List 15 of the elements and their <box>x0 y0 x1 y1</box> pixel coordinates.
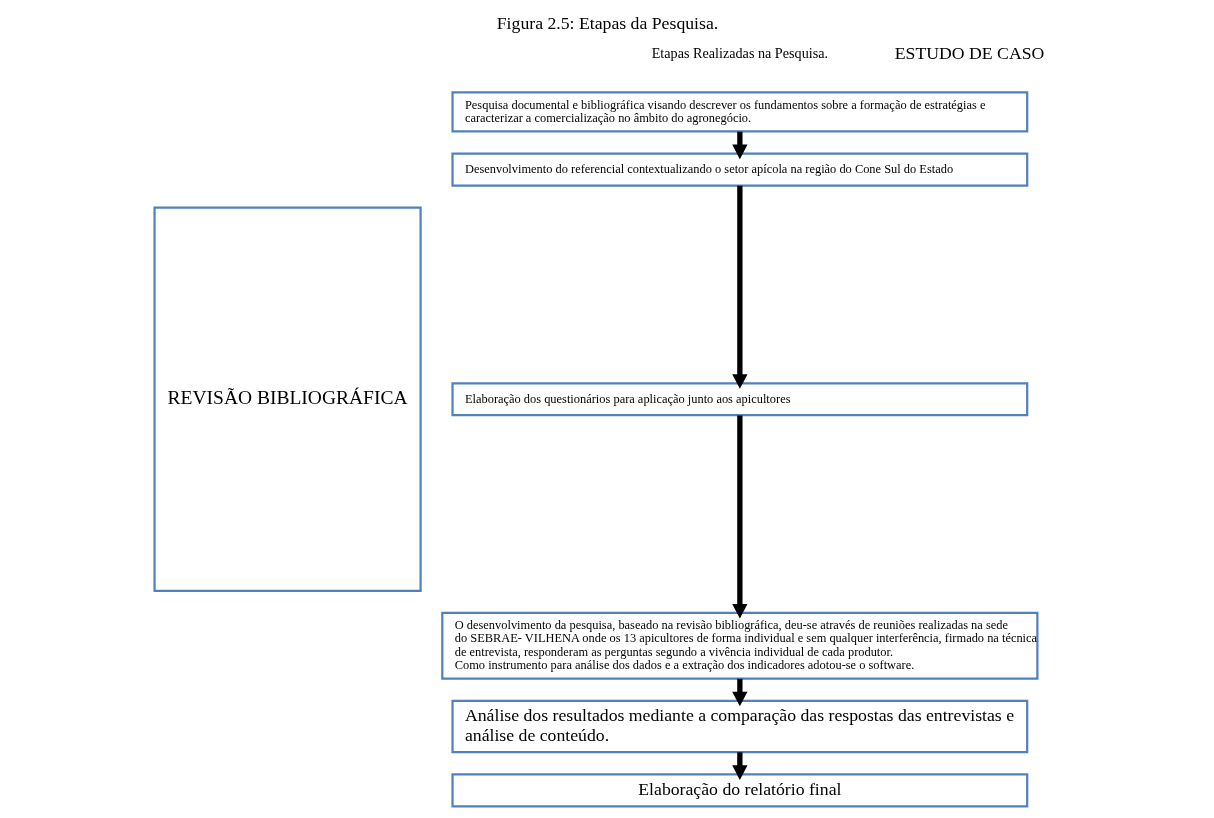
node-box: REVISÃO BIBLIOGRÁFICA <box>152 206 422 592</box>
node-box: Análise dos resultados mediante a comparação das respostas das entrevistas e análise de conteúdo. <box>450 699 1028 754</box>
arrow <box>731 131 748 160</box>
arrow <box>731 752 748 780</box>
arrow <box>731 415 748 619</box>
label: Etapas Realizadas na Pesquisa. <box>651 44 828 61</box>
node-box: O desenvolvimento da pesquisa, baseado na revisão bibliográfica, deu-se através de reuniões realizadas na sede do SEBRAE- VILHENA onde os 13 apicultores de forma individual e sem qualquer interferência, firmado na técnica de entrevista, responderam as perguntas segundo a vivência individual de cada produtor. Como instrumento para análise dos dados e a extração dos indicadores adotou-se o software. <box>440 611 1038 680</box>
node-box: Pesquisa documental e bibliográfica visando descrever os fundamentos sobre a formação de estratégias e caracterizar a comercialização no âmbito do agronegócio. <box>450 91 1028 133</box>
arrow <box>731 185 748 389</box>
node-box: Desenvolvimento do referencial contextualizando o setor apícola na região do Cone Sul do Estado <box>450 152 1028 187</box>
arrow <box>731 678 748 707</box>
node-box: Elaboração dos questionários para aplicação junto aos apicultores <box>450 382 1028 417</box>
diagram-title: Figura 2.5: Etapas da Pesquisa. <box>496 13 718 34</box>
node-box: Elaboração do relatório final <box>450 773 1028 808</box>
label: ESTUDO DE CASO <box>894 42 1044 63</box>
